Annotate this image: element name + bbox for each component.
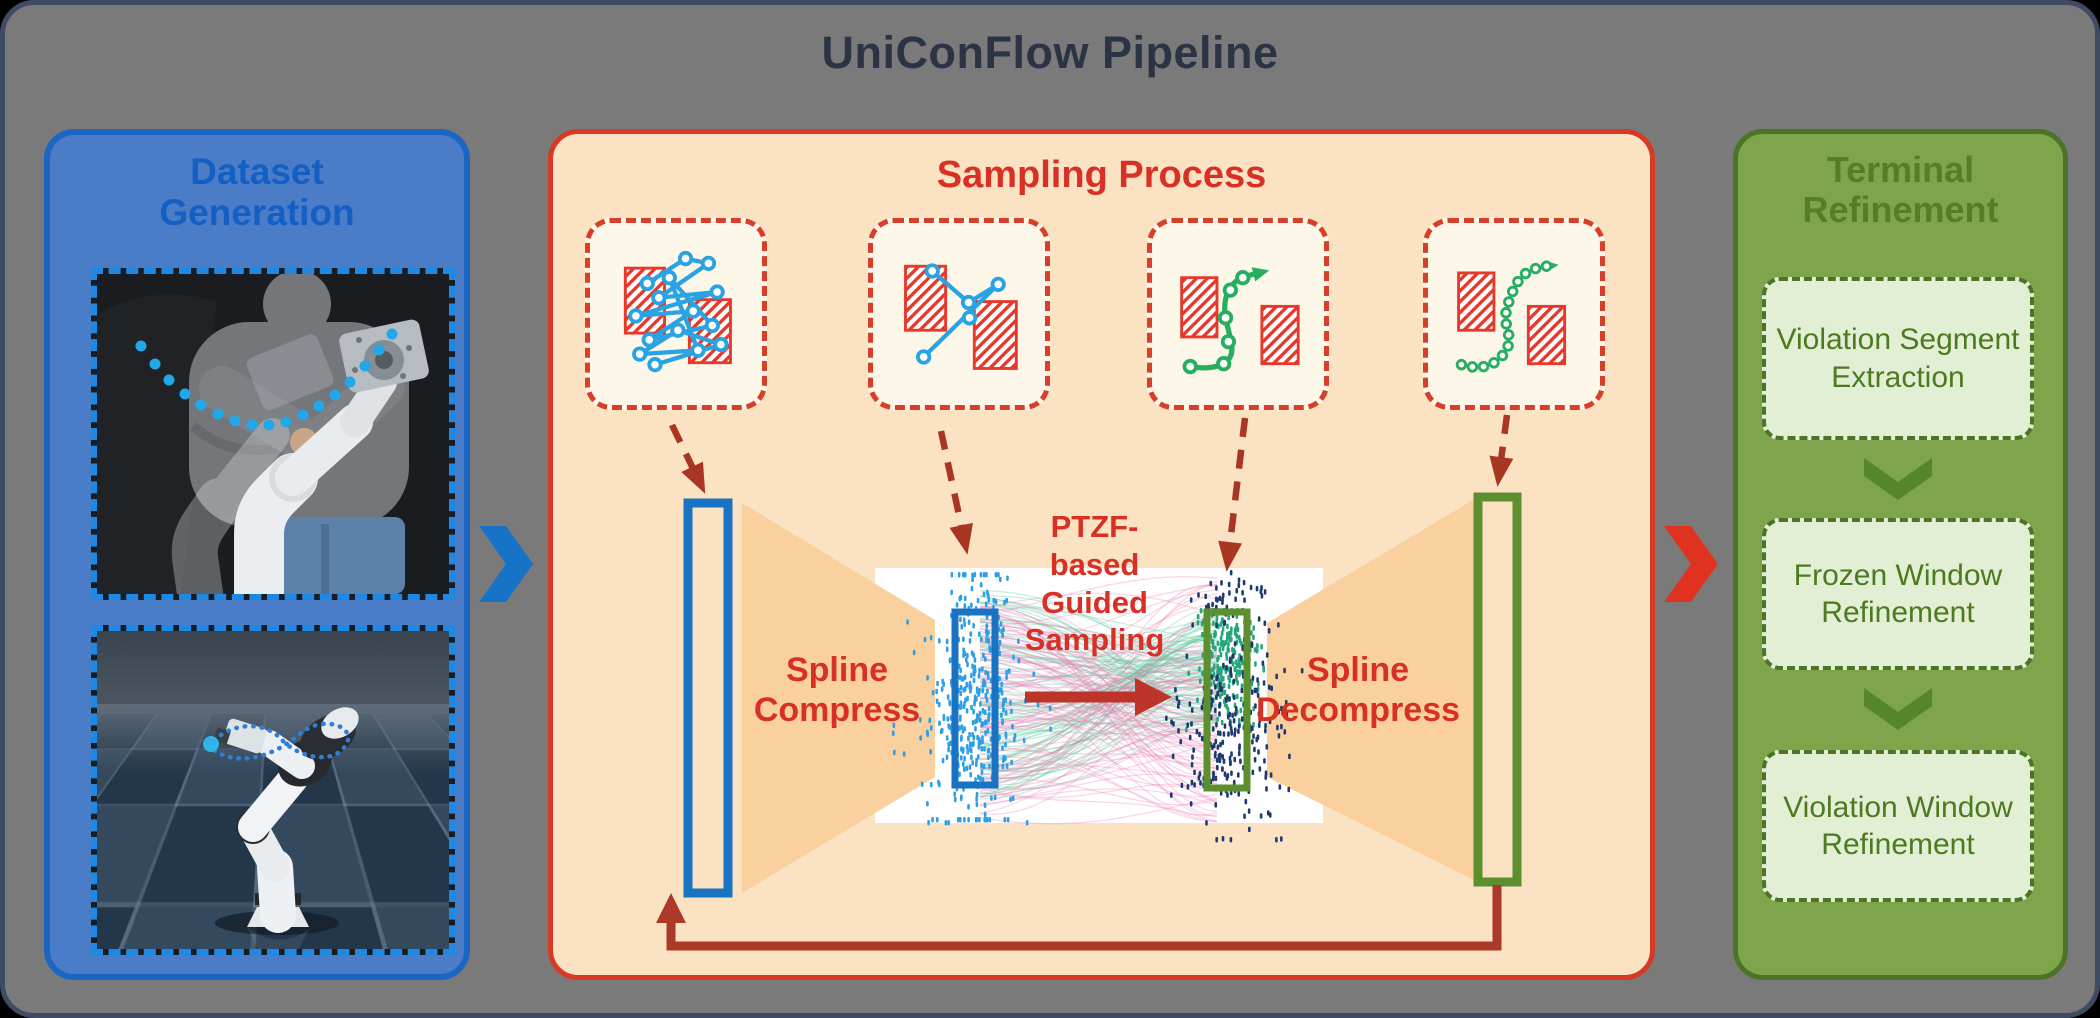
obstacle-rect — [1262, 306, 1298, 363]
terminal-refinement-panel: Terminal Refinement Violation Segment Ex… — [1733, 129, 2068, 980]
step-label: Violation Window Refinement — [1772, 789, 2024, 864]
step-label: Frozen Window Refinement — [1772, 557, 2024, 632]
sim-robot-illustration — [97, 631, 449, 949]
simulated-robot-image — [91, 625, 455, 955]
guided-sampling-label: PTZF-based Guided Sampling — [1017, 508, 1172, 659]
stage-noise-box — [585, 218, 767, 410]
refinement-panel-title: Terminal Refinement — [1776, 150, 2026, 231]
obstacle-rect — [1459, 273, 1494, 330]
end-effector-ball — [203, 736, 219, 752]
partial-trajectory-illustration — [873, 223, 1045, 405]
step-violation-window-refinement: Violation Window Refinement — [1762, 750, 2034, 902]
step-label: Violation Segment Extraction — [1772, 321, 2024, 396]
obstacle-rect — [974, 302, 1016, 369]
kinesthetic-teaching-illustration — [97, 274, 449, 594]
step-violation-segment-extraction: Violation Segment Extraction — [1762, 277, 2034, 440]
real-robot-demonstration-image — [91, 268, 455, 600]
obstacle-rect — [1528, 306, 1564, 363]
figure-title: UniConFlow Pipeline — [5, 27, 2095, 79]
stage-guided-box — [1147, 218, 1329, 410]
step-frozen-window-refinement: Frozen Window Refinement — [1762, 518, 2034, 670]
obstacle-rect — [1182, 278, 1217, 337]
dataset-to-sampling-arrow-icon — [479, 526, 533, 602]
spline-compress-label: Spline Compress — [722, 650, 952, 730]
chevron-down-icon — [1864, 688, 1932, 730]
stage-partial-box — [868, 218, 1050, 410]
dataset-generation-panel: Dataset Generation — [44, 129, 470, 980]
chevron-down-icon — [1864, 458, 1932, 500]
sampling-to-refinement-arrow-icon — [1664, 526, 1718, 602]
noisy-trajectory-illustration — [590, 223, 762, 405]
sampling-panel-title: Sampling Process — [553, 154, 1650, 197]
stage-refined-box — [1423, 218, 1605, 410]
dataset-panel-title: Dataset Generation — [122, 151, 392, 234]
beaded-trajectory-illustration — [1428, 223, 1600, 405]
spline-decompress-label: Spline Decompress — [1243, 650, 1473, 730]
smooth-trajectory-illustration — [1152, 223, 1324, 405]
